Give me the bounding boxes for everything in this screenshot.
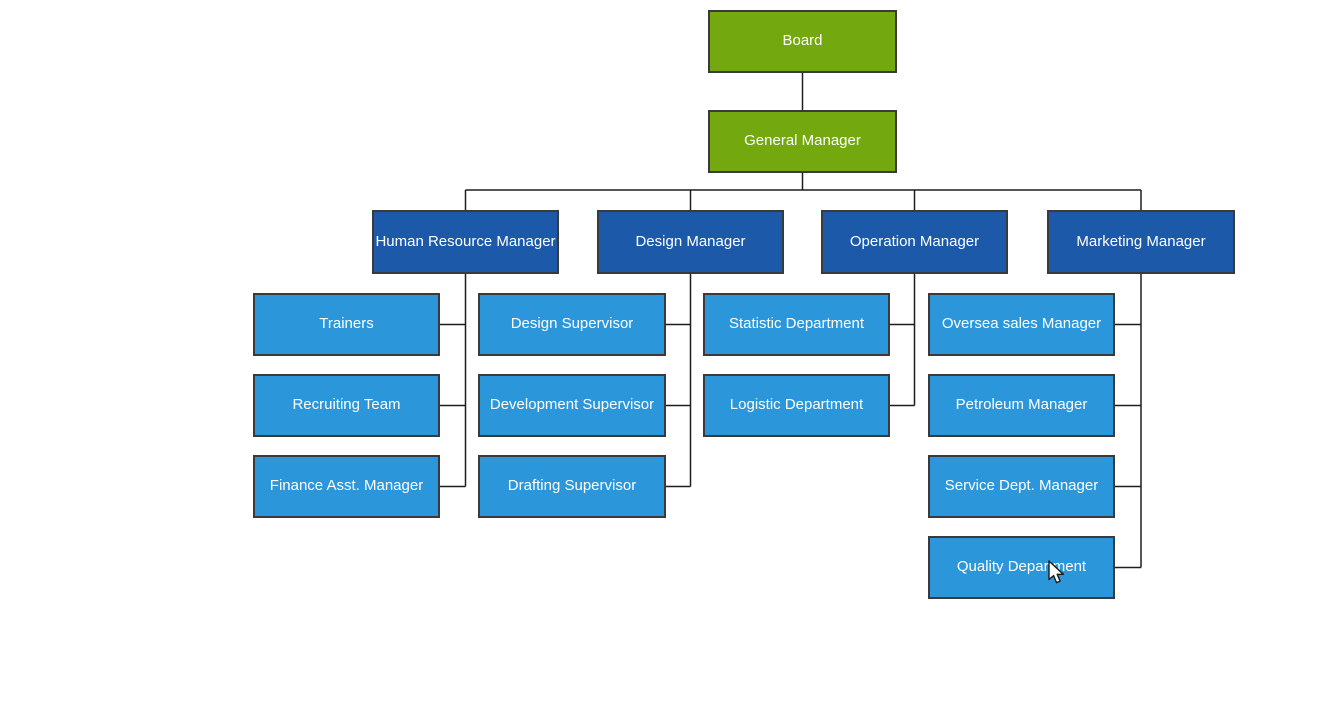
node-drafting-supervisor[interactable]: Drafting Supervisor [478, 455, 666, 518]
node-finance-asst-manager[interactable]: Finance Asst. Manager [253, 455, 440, 518]
node-quality-department[interactable]: Quality Department [928, 536, 1115, 599]
node-operation-manager[interactable]: Operation Manager [821, 210, 1008, 274]
node-oversea-sales-manager[interactable]: Oversea sales Manager [928, 293, 1115, 356]
node-petroleum-manager[interactable]: Petroleum Manager [928, 374, 1115, 437]
node-design-supervisor[interactable]: Design Supervisor [478, 293, 666, 356]
node-statistic-department[interactable]: Statistic Department [703, 293, 890, 356]
node-design-manager[interactable]: Design Manager [597, 210, 784, 274]
node-board[interactable]: Board [708, 10, 897, 73]
node-marketing-manager[interactable]: Marketing Manager [1047, 210, 1235, 274]
node-hr-manager[interactable]: Human Resource Manager [372, 210, 559, 274]
node-development-supervisor[interactable]: Development Supervisor [478, 374, 666, 437]
node-trainers[interactable]: Trainers [253, 293, 440, 356]
node-recruiting-team[interactable]: Recruiting Team [253, 374, 440, 437]
node-service-dept-manager[interactable]: Service Dept. Manager [928, 455, 1115, 518]
node-general-manager[interactable]: General Manager [708, 110, 897, 173]
node-logistic-department[interactable]: Logistic Department [703, 374, 890, 437]
